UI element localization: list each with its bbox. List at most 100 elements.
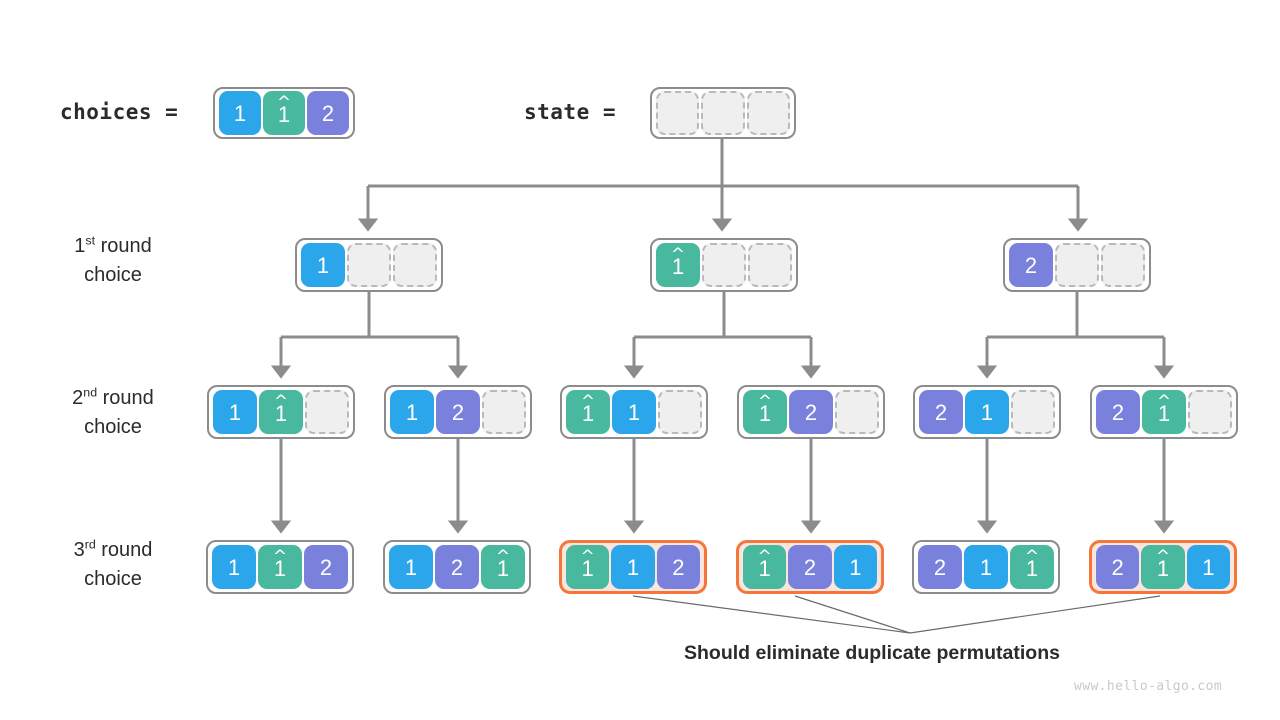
node-2-3-cell-0: ^1 xyxy=(566,390,610,434)
node-3-3-cell-2: 2 xyxy=(656,545,700,589)
cell-value: 2 xyxy=(1111,400,1125,425)
node-2-3-cell-2 xyxy=(658,390,702,434)
hat-accent-icon: ^ xyxy=(276,93,292,113)
cell-value: 1 xyxy=(273,555,287,581)
cell-value: 1 xyxy=(404,555,418,580)
node-3-1-cell-0: 1 xyxy=(212,545,256,589)
hat-accent-icon: ^ xyxy=(757,392,773,412)
node-3-2-cell-1: 2 xyxy=(435,545,479,589)
node-3-5: 2 1 ^1 xyxy=(912,540,1060,594)
node-2-1-cell-2 xyxy=(305,390,349,434)
caption-leader-lines xyxy=(632,595,1161,634)
node-3-5-cell-0: 2 xyxy=(918,545,962,589)
node-2-5-cell-0: 2 xyxy=(919,390,963,434)
cell-value: 1 xyxy=(405,400,419,425)
cell-value: 1 xyxy=(228,400,242,425)
row-label-1: 1st round choice xyxy=(74,233,152,286)
node-2-2-cell-1: 2 xyxy=(436,390,480,434)
choices-cell-2: 2 xyxy=(307,91,349,135)
choices-label: choices = xyxy=(60,100,179,124)
cell-value: 1 xyxy=(980,400,994,425)
cell-value: 2 xyxy=(1111,555,1124,580)
cell-value: 1 xyxy=(581,555,594,581)
cell-value: 1 xyxy=(758,400,772,426)
cell-value: 1 xyxy=(849,555,862,580)
node-3-2: 1 2 ^1 xyxy=(383,540,531,594)
hat-accent-icon: ^ xyxy=(273,392,289,412)
cell-value: 2 xyxy=(451,400,465,425)
caption-text: Should eliminate duplicate permutations xyxy=(684,642,1060,664)
node-3-1-cell-1: ^1 xyxy=(258,545,302,589)
hat-accent-icon: ^ xyxy=(670,245,686,265)
hat-accent-icon: ^ xyxy=(757,547,772,567)
state-cell-2 xyxy=(746,91,790,135)
cell-value: 1 xyxy=(274,400,288,426)
node-3-6-cell-2: 1 xyxy=(1186,545,1230,589)
node-2-3-cell-1: 1 xyxy=(612,390,656,434)
node-3-6: 2 ^1 1 xyxy=(1089,540,1237,594)
state-array xyxy=(650,87,796,139)
cell-value: 2 xyxy=(672,555,685,580)
cell-value: 1 xyxy=(316,253,330,278)
row-label-2: 2nd round choice xyxy=(72,385,154,438)
node-2-4-cell-2 xyxy=(835,390,879,434)
cell-value: 1 xyxy=(1157,400,1171,426)
node-2-2-cell-2 xyxy=(482,390,526,434)
node-2-6-cell-0: 2 xyxy=(1096,390,1140,434)
cell-value: 1 xyxy=(496,555,510,581)
node-3-4-cell-2: 1 xyxy=(833,545,877,589)
watermark: www.hello-algo.com xyxy=(1074,679,1223,694)
choices-array: 1 ^ 1 2 xyxy=(213,87,355,139)
cell-value: 1 xyxy=(626,555,640,580)
state-cell-1 xyxy=(701,91,745,135)
cell-value: 1 xyxy=(1202,555,1215,580)
hat-accent-icon: ^ xyxy=(580,392,596,412)
state-label: state = xyxy=(524,100,617,124)
node-1-2-cell-1 xyxy=(702,243,746,287)
node-1-1-cell-0: 1 xyxy=(301,243,345,287)
node-3-5-cell-2: ^1 xyxy=(1010,545,1054,589)
cell-value: 2 xyxy=(933,555,947,580)
cell-value: 1 xyxy=(758,555,771,581)
cell-value: 2 xyxy=(450,555,464,580)
node-2-1-cell-1: ^1 xyxy=(259,390,303,434)
hat-accent-icon: ^ xyxy=(580,547,595,567)
node-1-1-cell-2 xyxy=(393,243,437,287)
hat-accent-icon: ^ xyxy=(1155,547,1171,567)
node-1-2-cell-0: ^1 xyxy=(656,243,700,287)
node-2-4-cell-0: ^1 xyxy=(743,390,787,434)
node-2-5-cell-2 xyxy=(1011,390,1055,434)
node-1-3-cell-0: 2 xyxy=(1009,243,1053,287)
node-1-1-cell-1 xyxy=(347,243,391,287)
state-cell-0 xyxy=(656,91,700,135)
node-3-3-cell-0: ^1 xyxy=(566,545,610,589)
hat-accent-icon: ^ xyxy=(1156,392,1172,412)
choices-cell-1: ^ 1 xyxy=(263,91,305,135)
node-1-3: 2 xyxy=(1003,238,1151,292)
node-1-3-cell-1 xyxy=(1055,243,1099,287)
node-1-3-cell-2 xyxy=(1101,243,1145,287)
cell-value: 2 xyxy=(319,555,333,580)
node-2-6: 2 ^1 xyxy=(1090,385,1238,439)
cell-value: 2 xyxy=(934,400,948,425)
hat-accent-icon: ^ xyxy=(1024,547,1040,567)
node-2-1-cell-0: 1 xyxy=(213,390,257,434)
choices-cell-0: 1 xyxy=(219,91,261,135)
node-2-6-cell-2 xyxy=(1188,390,1232,434)
node-3-2-cell-2: ^1 xyxy=(481,545,525,589)
node-2-5-cell-1: 1 xyxy=(965,390,1009,434)
node-3-1: 1^1 2 xyxy=(206,540,354,594)
node-3-6-cell-1: ^1 xyxy=(1141,545,1185,589)
node-3-3-cell-1: 1 xyxy=(611,545,655,589)
node-3-2-cell-0: 1 xyxy=(389,545,433,589)
cell-value: 1 xyxy=(979,555,993,580)
cell-value: 2 xyxy=(1024,253,1038,278)
node-2-6-cell-1: ^1 xyxy=(1142,390,1186,434)
